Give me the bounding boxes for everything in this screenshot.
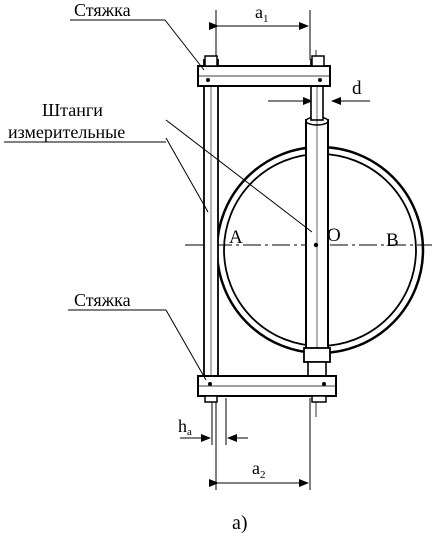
tie-bottom-leader: Стяжка bbox=[68, 290, 207, 381]
point-a-label: A bbox=[229, 227, 243, 248]
right-measuring-rod bbox=[303, 59, 331, 379]
left-measuring-rod bbox=[203, 59, 219, 383]
dimension-a2: a2 bbox=[209, 458, 309, 487]
point-labels: A O B bbox=[229, 225, 399, 251]
top-tie-bar bbox=[197, 55, 331, 87]
dim-d-label: d bbox=[352, 78, 362, 99]
point-o-label: O bbox=[327, 225, 341, 246]
dimension-a1: a1 bbox=[209, 2, 309, 30]
tie-top-label: Стяжка bbox=[74, 0, 131, 20]
figure-caption: а) bbox=[232, 512, 248, 534]
bottom-tie-bar bbox=[197, 375, 337, 403]
dimension-d: d bbox=[268, 78, 370, 105]
tie-top-leader: Стяжка bbox=[70, 0, 205, 71]
dim-a2-label: a2 bbox=[252, 458, 266, 481]
point-o-marker bbox=[313, 242, 319, 248]
point-b-label: B bbox=[386, 230, 399, 251]
dim-ha-label: ha bbox=[178, 416, 192, 438]
dimension-ha: ha bbox=[178, 398, 248, 445]
tie-bottom-label: Стяжка bbox=[74, 290, 131, 310]
dim-a1-label: a1 bbox=[255, 2, 269, 25]
rods-label-line2: измерительные bbox=[8, 122, 125, 142]
rods-label-line1: Штанги bbox=[42, 100, 103, 120]
rods-leader: Штанги измерительные bbox=[4, 100, 313, 233]
